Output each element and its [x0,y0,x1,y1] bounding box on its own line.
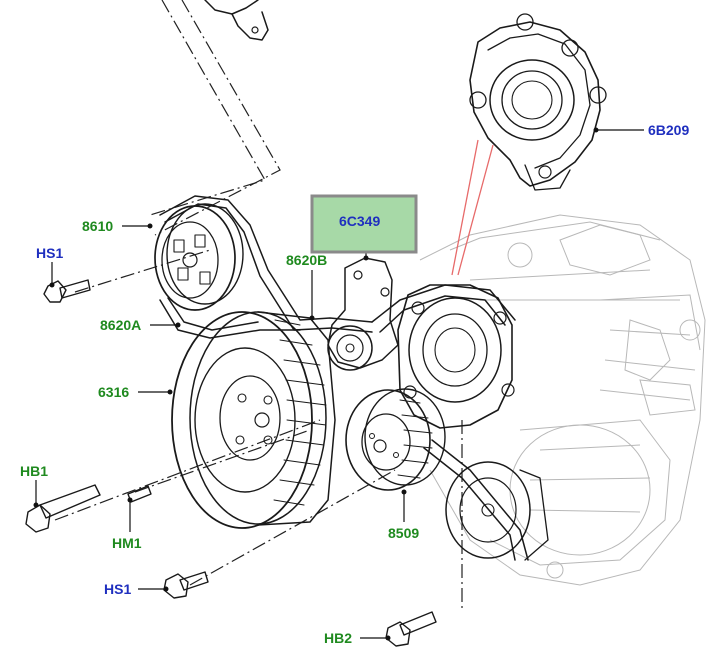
callout-8620b[interactable]: 8620B [286,252,327,268]
highlight-box [310,194,418,254]
callout-labels: 8610 HS1 8620B 6C349 8620A 6316 HB1 HM1 … [20,122,689,646]
bolt-hs1-upper [43,279,91,303]
callout-hm1[interactable]: HM1 [112,535,142,551]
pointer-lines [451,139,494,276]
ac-compressor-pulley [445,461,549,561]
callout-hs1-upper[interactable]: HS1 [36,245,63,261]
engine-background [419,214,706,586]
callout-hb1[interactable]: HB1 [20,463,48,479]
callout-8610[interactable]: 8610 [82,218,113,234]
pulley-8509 [345,388,446,491]
alternator-end-housing-6b209 [469,13,607,191]
bolt-hb1 [25,484,101,533]
crank-pulley-6316 [171,311,336,529]
bolt-hs1-lower [163,571,209,599]
callout-6316[interactable]: 6316 [98,384,129,400]
pulley-8610 [154,203,244,311]
top-bracket [204,0,269,41]
callout-8509[interactable]: 8509 [388,525,419,541]
leader-lines [33,127,644,641]
bolt-hb2 [385,611,437,647]
callout-8620a[interactable]: 8620A [100,317,141,333]
tensioner-6c349 [327,257,399,371]
callout-hs1-lower[interactable]: HS1 [104,581,131,597]
callout-hb2[interactable]: HB2 [324,630,352,646]
alignment-lines [54,0,463,610]
callout-6b209[interactable]: 6B209 [648,122,689,138]
callout-6c349[interactable]: 6C349 [339,213,380,229]
